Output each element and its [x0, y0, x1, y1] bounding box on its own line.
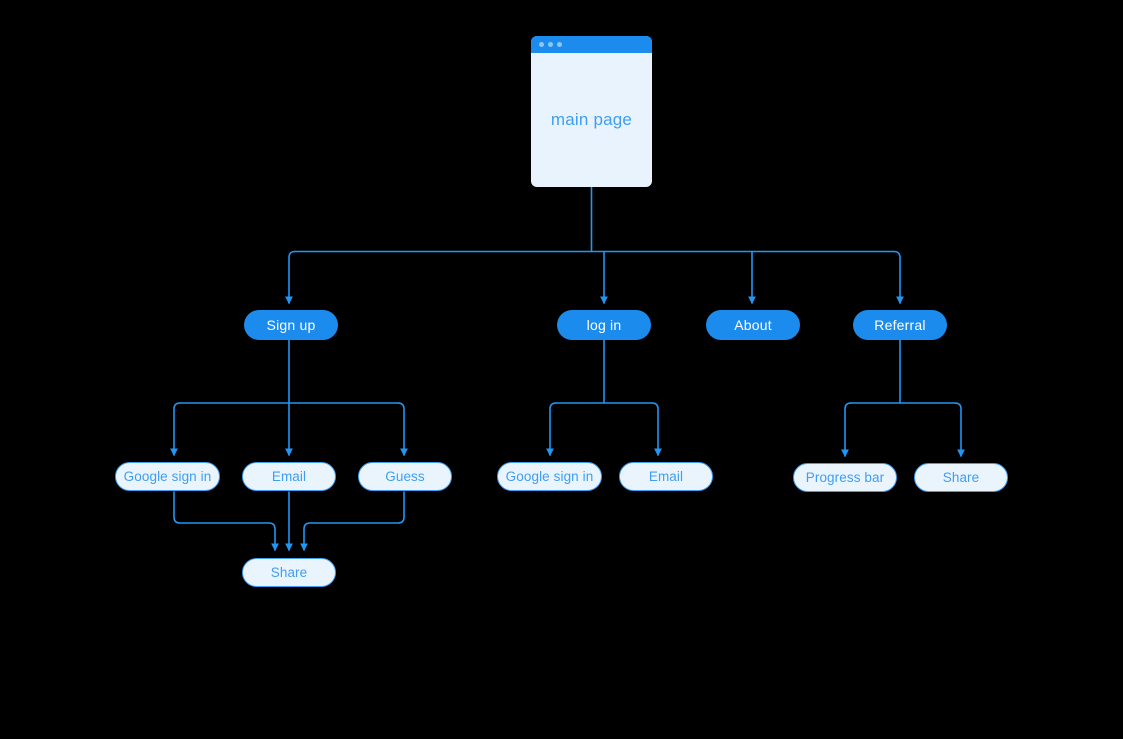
- node-referral-label: Referral: [874, 317, 926, 333]
- edge-google-to-share: [173, 491, 279, 552]
- node-signup-guess-label: Guess: [385, 469, 425, 484]
- window-titlebar: [531, 36, 652, 53]
- node-signup-share-label: Share: [270, 565, 308, 580]
- node-referral-share-label: Share: [942, 470, 980, 485]
- node-login-email-label: Email: [648, 469, 684, 484]
- node-log-in-label: log in: [586, 317, 622, 333]
- node-signup-share[interactable]: Share: [242, 558, 336, 587]
- node-signup-google-sign-in-label: Google sign in: [123, 469, 212, 484]
- edge-sign-up-to-guess: [397, 402, 408, 457]
- node-login-google-sign-in[interactable]: Google sign in: [497, 462, 602, 491]
- node-referral-share[interactable]: Share: [914, 463, 1008, 492]
- node-signup-guess[interactable]: Guess: [358, 462, 452, 491]
- edge-referral-to-progress-bar: [841, 402, 852, 458]
- window-dot-icon: [548, 42, 553, 47]
- edge-guess-to-share: [300, 491, 405, 552]
- window-dot-icon: [557, 42, 562, 47]
- node-login-google-sign-in-label: Google sign in: [505, 469, 594, 484]
- node-referral-progress-bar-label: Progress bar: [805, 470, 885, 485]
- main-page-label: main page: [550, 110, 633, 129]
- edge-sign-up-to-google: [170, 402, 181, 457]
- edge-log-in-to-email: [651, 402, 662, 457]
- main-page-window[interactable]: main page: [531, 36, 652, 187]
- node-login-email[interactable]: Email: [619, 462, 713, 491]
- edge-root-to-sign-up: [285, 250, 296, 305]
- node-about-label: About: [734, 317, 772, 333]
- node-signup-email-label: Email: [271, 469, 307, 484]
- edge-root-to-referral: [893, 250, 904, 305]
- window-body: main page: [531, 53, 652, 187]
- node-about[interactable]: About: [706, 310, 800, 340]
- node-sign-up[interactable]: Sign up: [244, 310, 338, 340]
- window-dot-icon: [539, 42, 544, 47]
- edge-referral-to-share: [954, 402, 965, 458]
- node-sign-up-label: Sign up: [266, 317, 316, 333]
- node-log-in[interactable]: log in: [557, 310, 651, 340]
- node-referral[interactable]: Referral: [853, 310, 947, 340]
- node-signup-google-sign-in[interactable]: Google sign in: [115, 462, 220, 491]
- edge-log-in-to-google: [546, 402, 557, 457]
- node-signup-email[interactable]: Email: [242, 462, 336, 491]
- node-referral-progress-bar[interactable]: Progress bar: [793, 463, 897, 492]
